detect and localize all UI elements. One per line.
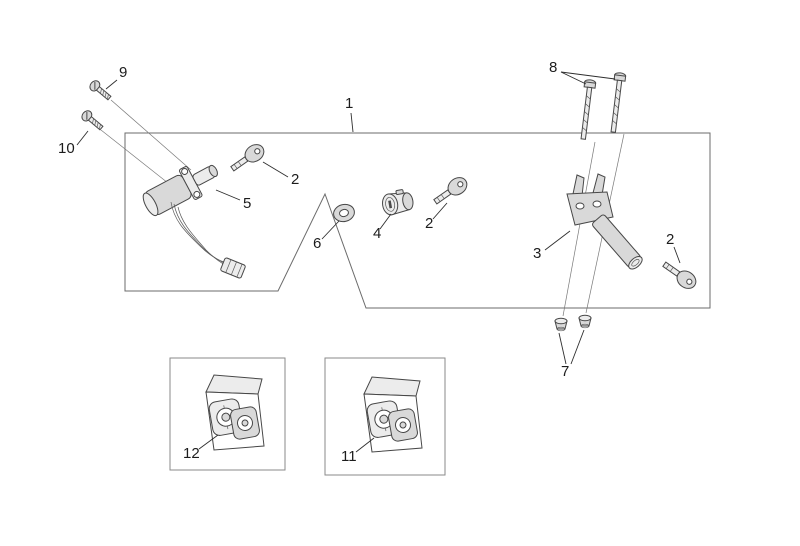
assembly-axis-lines — [100, 99, 625, 317]
kit-box-11 — [324, 357, 446, 476]
key-a — [230, 144, 265, 172]
lock-cylinder — [382, 189, 414, 216]
callout-8: 8 — [549, 59, 557, 76]
key-c — [662, 261, 697, 289]
callout-5: 5 — [243, 195, 251, 212]
callout-2c: 2 — [666, 231, 674, 248]
screw-10 — [81, 110, 104, 131]
parts-group-boundary — [124, 132, 711, 309]
switch-wires — [170, 201, 228, 267]
leader-lines — [76, 71, 681, 453]
nut-b — [578, 314, 592, 329]
callout-9: 9 — [119, 64, 127, 81]
bolt-b — [610, 72, 627, 133]
callout-1: 1 — [345, 95, 353, 112]
callout-11: 11 — [341, 448, 357, 465]
lockset-drawing-11 — [363, 376, 423, 453]
callout-3: 3 — [533, 245, 541, 262]
callout-2b: 2 — [425, 215, 433, 232]
kit-box-12 — [169, 357, 286, 471]
callout-6: 6 — [313, 235, 321, 252]
bolt-a — [580, 79, 597, 140]
callout-2a: 2 — [291, 171, 299, 188]
callout-4: 4 — [373, 225, 381, 242]
key-b — [433, 177, 468, 205]
wire-connector — [220, 257, 246, 279]
callout-7: 7 — [561, 363, 569, 380]
ring-spacer — [333, 203, 355, 223]
lockset-drawing-12 — [205, 374, 265, 451]
ignition-switch — [142, 164, 246, 279]
callout-10: 10 — [58, 140, 75, 157]
callout-12: 12 — [183, 445, 200, 462]
callouts: 1 9 10 5 2 6 4 2 3 8 7 2 12 11 — [58, 59, 674, 465]
steering-lock — [566, 173, 643, 270]
screw-9 — [89, 80, 112, 101]
nut-a — [554, 317, 568, 332]
